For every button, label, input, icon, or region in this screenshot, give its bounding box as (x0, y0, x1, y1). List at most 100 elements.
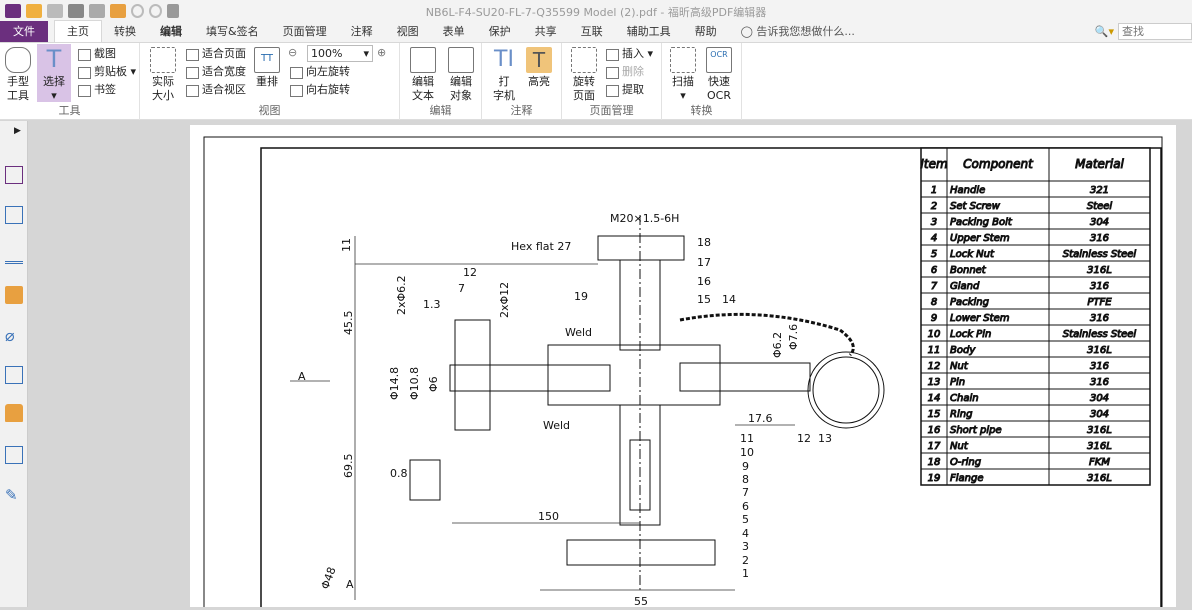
fit-visible-button[interactable]: 适合视区 (184, 82, 246, 98)
tab-accessibility[interactable]: 辅助工具 (626, 25, 671, 38)
bom-item-number: 10 (928, 329, 941, 340)
tab-share[interactable]: 共享 (534, 25, 557, 38)
bom-component: Ring (950, 409, 972, 420)
fit-page-button[interactable]: 适合页面 (184, 46, 246, 62)
tab-fill-sign[interactable]: 填写&签名 (206, 25, 259, 38)
rotate-left-button[interactable]: 向左旋转 (288, 64, 350, 80)
bom-item-number: 19 (928, 473, 941, 484)
bom-component: O-ring (950, 457, 981, 468)
edit-text-button[interactable]: 编辑 文本 (408, 47, 438, 103)
bom-material: FKM (1089, 457, 1110, 468)
new-icon[interactable] (110, 3, 126, 18)
ocr-icon: OCR (706, 47, 732, 73)
bom-material: Stainless Steel (1063, 249, 1137, 260)
comments-icon[interactable] (5, 286, 23, 304)
bom-item-number: 4 (931, 233, 937, 244)
tab-edit[interactable]: 编辑 (160, 25, 182, 38)
open-icon[interactable] (26, 3, 42, 18)
screen-icon[interactable] (89, 3, 105, 18)
hand-tool-button[interactable]: 手型 工具 (3, 47, 33, 103)
reflow-icon: TT (254, 47, 280, 73)
tab-comment[interactable]: 注释 (350, 25, 373, 38)
snapshot-button[interactable]: 截图 (76, 46, 116, 62)
redo-icon[interactable] (149, 3, 162, 18)
hand-dropdown-icon[interactable] (167, 3, 179, 18)
tab-connect[interactable]: 互联 (580, 25, 603, 38)
undo-icon[interactable] (131, 3, 144, 18)
clipboard-button[interactable]: 剪贴板 ▾ (76, 64, 136, 80)
tab-help[interactable]: 帮助 (694, 25, 717, 38)
attachment-icon[interactable]: ⌀ (5, 326, 15, 345)
pages-icon[interactable] (5, 166, 23, 184)
save-icon[interactable] (47, 3, 63, 18)
tab-protect[interactable]: 保护 (488, 25, 511, 38)
window-title: NB6L-F4-SU20-FL-7-Q35599 Model (2).pdf -… (425, 6, 767, 19)
drawing-label: Φ48 (319, 565, 339, 591)
scan-button[interactable]: 扫描▾ (668, 47, 698, 103)
expand-arrow-icon[interactable]: ▶ (14, 126, 21, 136)
rotate-right-button[interactable]: 向右旋转 (288, 82, 350, 98)
zoom-select[interactable]: 100%▾ (307, 45, 373, 62)
tools-icon[interactable]: ✎ (5, 486, 18, 504)
tab-organize[interactable]: 页面管理 (282, 25, 327, 38)
group-label-comment: 注释 (510, 104, 533, 117)
tab-file[interactable]: 文件 (0, 21, 48, 42)
insert-button[interactable]: 插入 ▾ (604, 46, 653, 62)
bom-component: Packing (950, 297, 989, 308)
bom-item-number: 17 (928, 441, 941, 452)
dimension-lines (290, 236, 795, 600)
bom-material: 316 (1090, 313, 1109, 324)
tab-form[interactable]: 表单 (442, 25, 465, 38)
form-icon[interactable] (5, 446, 23, 464)
rotate-page-button[interactable]: 旋转 页面 (568, 47, 600, 103)
tab-convert[interactable]: 转换 (114, 25, 136, 38)
reflow-button[interactable]: TT 重排 (252, 47, 282, 89)
extract-button[interactable]: 提取 (604, 82, 644, 98)
pdf-page: M20×1.5-6H Hex flat 27 11 12 7 1.3 2xΦ6.… (190, 125, 1176, 610)
edit-object-button[interactable]: 编辑 对象 (444, 47, 478, 103)
title-bar: NB6L-F4-SU20-FL-7-Q35599 Model (2).pdf -… (0, 0, 1192, 21)
insert-label: 插入 (622, 47, 644, 60)
drawing-label: A (346, 578, 354, 591)
tab-home[interactable]: 主页 (54, 20, 102, 42)
thumbnails-icon[interactable] (5, 206, 23, 224)
print-icon[interactable] (68, 3, 84, 18)
delete-button[interactable]: 删除 (604, 64, 644, 80)
drawing-label: 15 (697, 293, 711, 306)
fit-width-button[interactable]: 适合宽度 (184, 64, 246, 80)
layers-icon[interactable] (5, 246, 23, 264)
bom-component: Short pipe (950, 425, 1002, 436)
drawing-label: 7 (742, 486, 749, 499)
search-input[interactable] (1118, 23, 1192, 40)
left-sidebar: ▶ ⌀ ✎ (0, 121, 28, 607)
valve-drawing (409, 215, 885, 590)
bom-item-number: 16 (928, 425, 941, 436)
drawing-label: 45.5 (342, 311, 355, 336)
tell-me-input[interactable]: ◯ 告诉我您想做什么... (729, 21, 867, 42)
bom-material: Stainless Steel (1063, 329, 1137, 340)
drawing-label: 8 (742, 473, 749, 486)
tab-view[interactable]: 视图 (396, 25, 419, 38)
reflow-label: 重排 (256, 75, 278, 88)
search-options-icon[interactable]: 🔍▾ (1094, 25, 1114, 38)
actual-size-button[interactable]: 实际 大小 (146, 47, 180, 103)
signature-icon[interactable] (5, 366, 23, 384)
select-label: 选择 (43, 75, 65, 88)
lock-icon[interactable] (5, 404, 23, 422)
bom-component: Body (950, 345, 976, 356)
zoom-out-icon[interactable]: ⊖ (288, 46, 298, 59)
bom-item-number: 2 (931, 201, 937, 212)
drawing-label: 7 (458, 282, 465, 295)
zoom-in-icon[interactable]: ⊕ (377, 46, 387, 59)
bookmark-button[interactable]: 书签 (76, 82, 116, 98)
typewriter-label: 打 字机 (493, 75, 515, 102)
scan-icon (670, 47, 696, 73)
app-logo-icon (5, 3, 21, 18)
drawing-label: 3 (742, 540, 749, 553)
